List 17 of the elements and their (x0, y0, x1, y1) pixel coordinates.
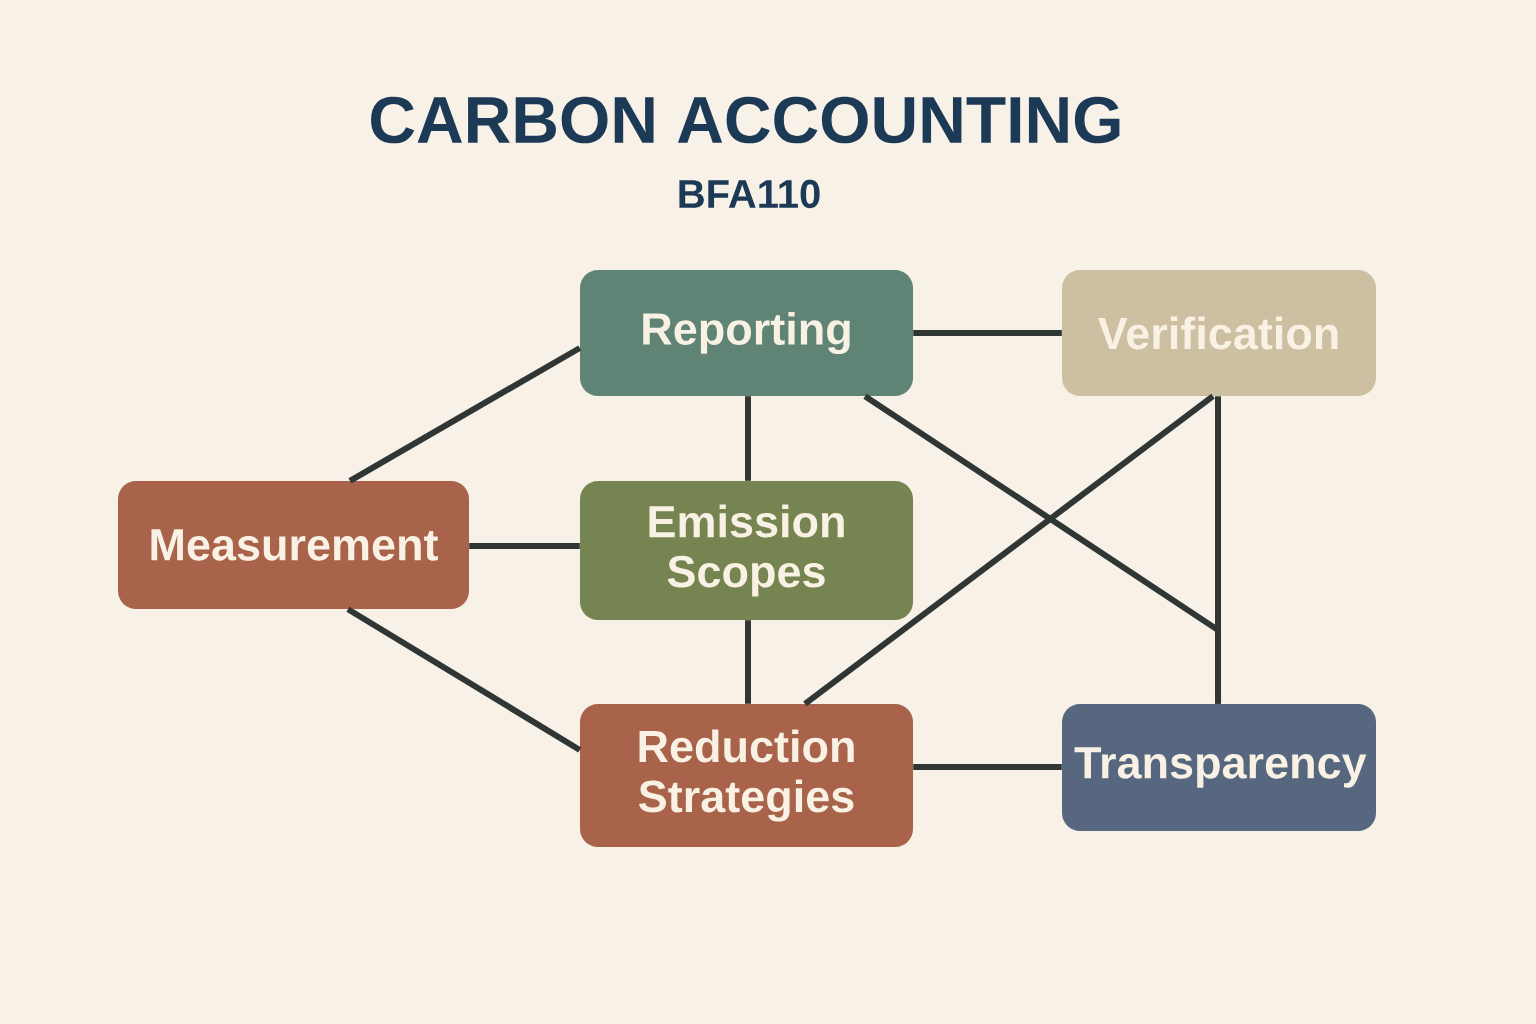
connector-line (348, 345, 582, 484)
topic-box: Transparency (1062, 704, 1376, 831)
subtitle: BFA110 (679, 179, 820, 209)
connector-line (1215, 396, 1221, 704)
title: CARBON ACCOUNTING (371, 96, 1120, 144)
connector-line (913, 764, 1062, 770)
connector-line (346, 606, 582, 753)
topic-box: Reduction Strategies (580, 704, 913, 847)
topic-box: Measurement (118, 481, 469, 609)
topic-box: Verification (1062, 270, 1376, 396)
topic-box: Emission Scopes (580, 481, 913, 620)
connector-line (745, 620, 751, 704)
topic-box: Reporting (580, 270, 913, 396)
connector-line (745, 396, 751, 481)
connector-line (803, 393, 1215, 707)
connector-line (469, 543, 580, 549)
connector-line (913, 330, 1062, 336)
